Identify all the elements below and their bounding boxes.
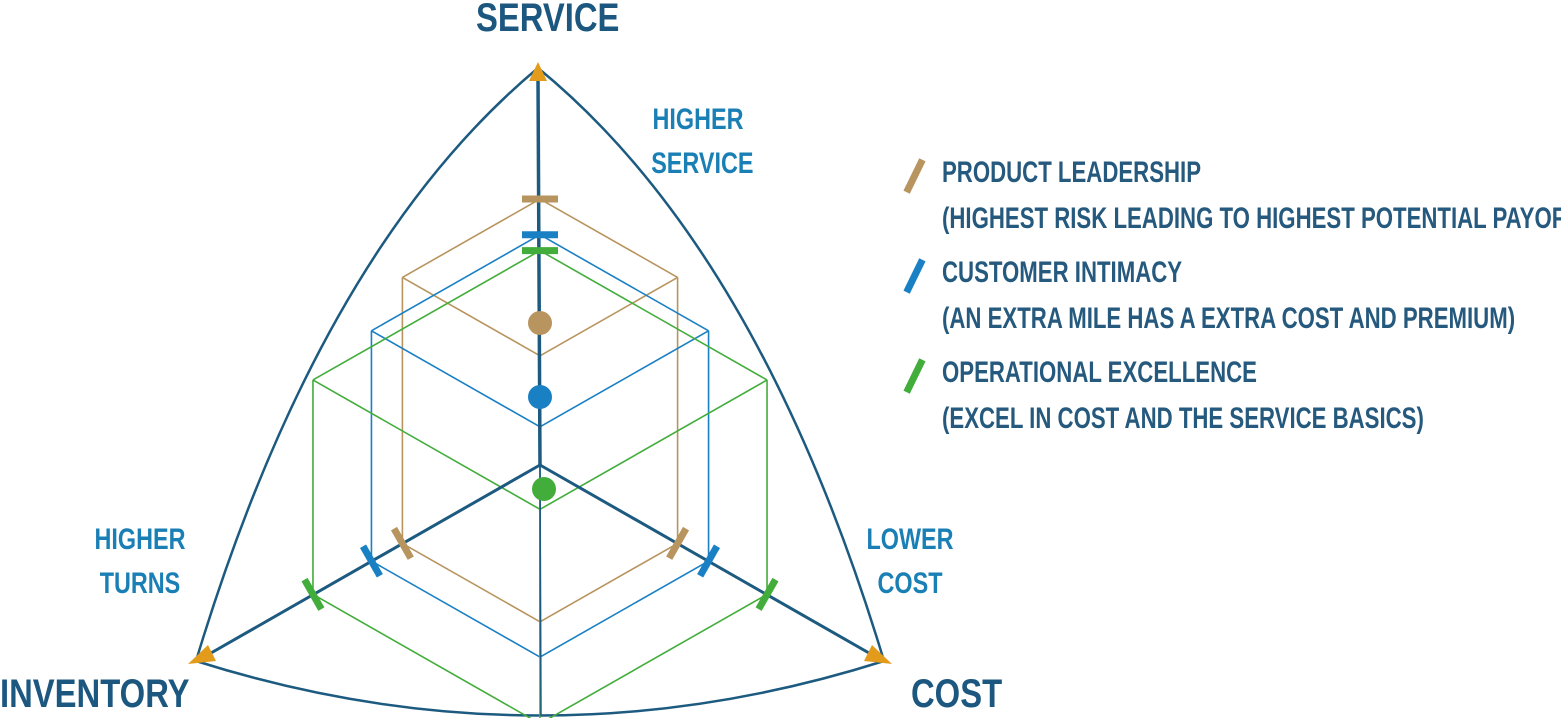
dot-product_leadership (528, 311, 552, 335)
cube-edge (539, 542, 678, 623)
legend-subtitle: (AN EXTRA MILE HAS A EXTRA COST AND PREM… (942, 302, 1516, 335)
legend-subtitle: (EXCEL IN COST AND THE SERVICE BASICS) (942, 402, 1424, 435)
axis-title-cost: COST (911, 672, 1003, 716)
legend-title: OPERATIONAL EXCELLENCE (942, 356, 1257, 389)
cost-tick-operational_excellence (755, 577, 779, 611)
cube-edge (312, 593, 541, 723)
cube-edge (402, 276, 541, 357)
cube-edge (371, 234, 541, 332)
cube-edge (539, 234, 709, 332)
note-lower-cost: LOWER COST (863, 518, 957, 606)
cube-edge (539, 330, 709, 428)
cost-arrow-icon (864, 645, 892, 664)
legend-title: CUSTOMER INTIMACY (942, 256, 1183, 289)
cost-tick-product_leadership (666, 526, 690, 560)
outline-edge-left (194, 67, 539, 662)
cube-edge (539, 249, 768, 381)
note-line: TURNS (99, 567, 181, 600)
cube-edge (371, 330, 541, 428)
cost-tick-customer_intimacy (697, 544, 721, 578)
note-higher-turns: HIGHER TURNS (93, 518, 187, 606)
cube-edge (539, 560, 709, 658)
inventory-arrow-icon (188, 645, 216, 664)
note-line: SERVICE (651, 147, 754, 180)
note-higher-service: HIGHER SERVICE (651, 98, 754, 186)
inventory-tick-product_leadership (390, 526, 414, 560)
cube-edge (539, 379, 768, 511)
dot-customer_intimacy (528, 385, 552, 409)
legend-title: PRODUCT LEADERSHIP (942, 156, 1202, 189)
outline-edge-right (537, 67, 886, 662)
note-line: HIGHER (94, 523, 186, 556)
inventory-tick-operational_excellence (301, 577, 325, 611)
cube-edge (371, 560, 541, 658)
marker-layer (301, 195, 779, 611)
cube-edge (539, 593, 768, 723)
note-line: HIGHER (652, 103, 744, 136)
note-line: COST (877, 567, 943, 600)
axis-title-inventory: INVENTORY (0, 672, 190, 716)
cube-edge (402, 198, 541, 279)
inventory-tick-customer_intimacy (359, 544, 383, 578)
cube-edge (539, 276, 678, 357)
legend-subtitle: (HIGHEST RISK LEADING TO HIGHEST POTENTI… (942, 202, 1561, 235)
cube-edge (402, 542, 541, 623)
axis-title-service: SERVICE (476, 0, 620, 40)
cube-edge (539, 198, 678, 279)
service-arrow-icon (529, 62, 547, 81)
base-axis (539, 464, 542, 717)
cube-edge (312, 249, 541, 381)
dot-operational_excellence (532, 477, 556, 501)
note-line: LOWER (866, 523, 954, 556)
cube-edge (312, 379, 541, 511)
